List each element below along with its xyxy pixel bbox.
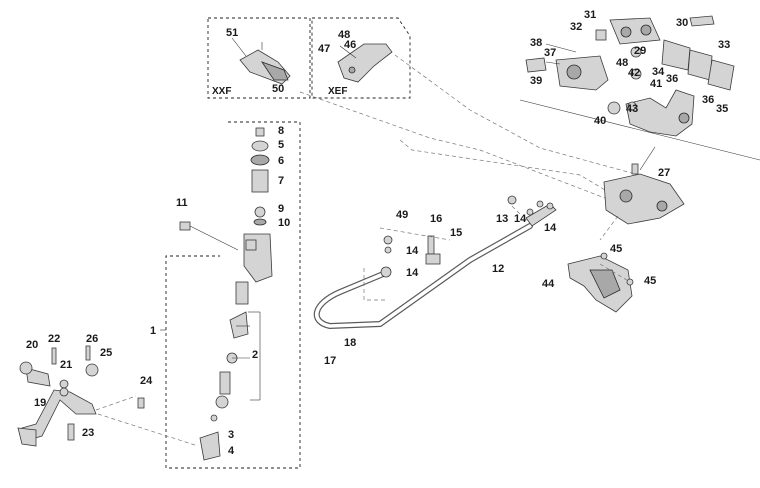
callout-labels: 8 5 6 7 9 10 11 1 2 3 4 12 13 14 14 14 1… [26,9,730,457]
caliper-body-detail [525,15,735,137]
callout-13: 13 [496,213,508,225]
callout-42: 42 [628,67,640,79]
callout-21: 21 [60,359,72,371]
callout-9: 9 [278,203,284,215]
caliper-assembly [603,163,685,225]
callout-46: 46 [344,39,356,51]
brake-pedal-assembly [17,345,199,447]
callout-38: 38 [530,37,542,49]
callout-29: 29 [634,45,646,57]
callout-37: 37 [544,47,556,59]
xef-hose-guide-part [337,43,393,83]
callout-6: 6 [278,155,284,167]
callout-36a: 36 [666,73,678,85]
callout-10: 10 [278,217,290,229]
callout-3: 3 [228,429,234,441]
caliper-guard [567,215,634,313]
callout-35: 35 [716,103,728,115]
callout-16: 16 [430,213,442,225]
callout-40: 40 [594,115,606,127]
callout-12: 12 [492,263,504,275]
callout-27: 27 [658,167,670,179]
callout-23: 23 [82,427,94,439]
master-cylinder-parts [199,127,273,461]
variant-box-xxf [207,17,311,99]
callout-24: 24 [140,375,153,387]
variant-label-xxf: XXF [212,86,231,97]
callout-45a: 45 [610,243,622,255]
brake-hose [313,195,557,330]
callout-5: 5 [278,139,284,151]
bolt-11 [179,221,239,251]
callout-17: 17 [324,355,336,367]
callout-8: 8 [278,125,284,137]
callout-7: 7 [278,175,284,187]
callout-4: 4 [228,445,235,457]
callout-44: 44 [542,278,555,290]
variant-box-xef [311,17,411,99]
callout-18: 18 [344,337,356,349]
callout-14c: 14 [406,245,419,257]
callout-47: 47 [318,43,330,55]
callout-48b: 48 [338,29,350,41]
callout-20: 20 [26,339,38,351]
callout-34: 34 [652,66,665,78]
callout-49: 49 [396,209,408,221]
callout-14b: 14 [544,222,557,234]
callout-2: 2 [252,349,258,361]
callout-41: 41 [650,78,662,90]
callout-33: 33 [718,39,730,51]
callout-19: 19 [34,397,46,409]
callout-11: 11 [176,197,188,209]
callout-22: 22 [48,333,60,345]
caliper-kit-box [519,99,760,171]
callout-30: 30 [676,17,688,29]
callout-32: 32 [570,21,582,33]
callout-50: 50 [272,83,284,95]
callout-45b: 45 [644,275,656,287]
callout-39: 39 [530,75,542,87]
callout-15: 15 [450,227,462,239]
callout-31: 31 [584,9,596,21]
callout-51: 51 [226,27,238,39]
xxf-hose-guide-part [231,37,291,85]
callout-43: 43 [626,103,638,115]
callout-25: 25 [100,347,112,359]
callout-26: 26 [86,333,98,345]
callout-48a: 48 [616,57,628,69]
variant-label-xef: XEF [328,86,347,97]
callout-1: 1 [150,325,156,337]
callout-36b: 36 [702,94,714,106]
callout-14d: 14 [406,267,419,279]
master-cylinder-box [160,121,301,469]
callout-14a: 14 [514,213,527,225]
